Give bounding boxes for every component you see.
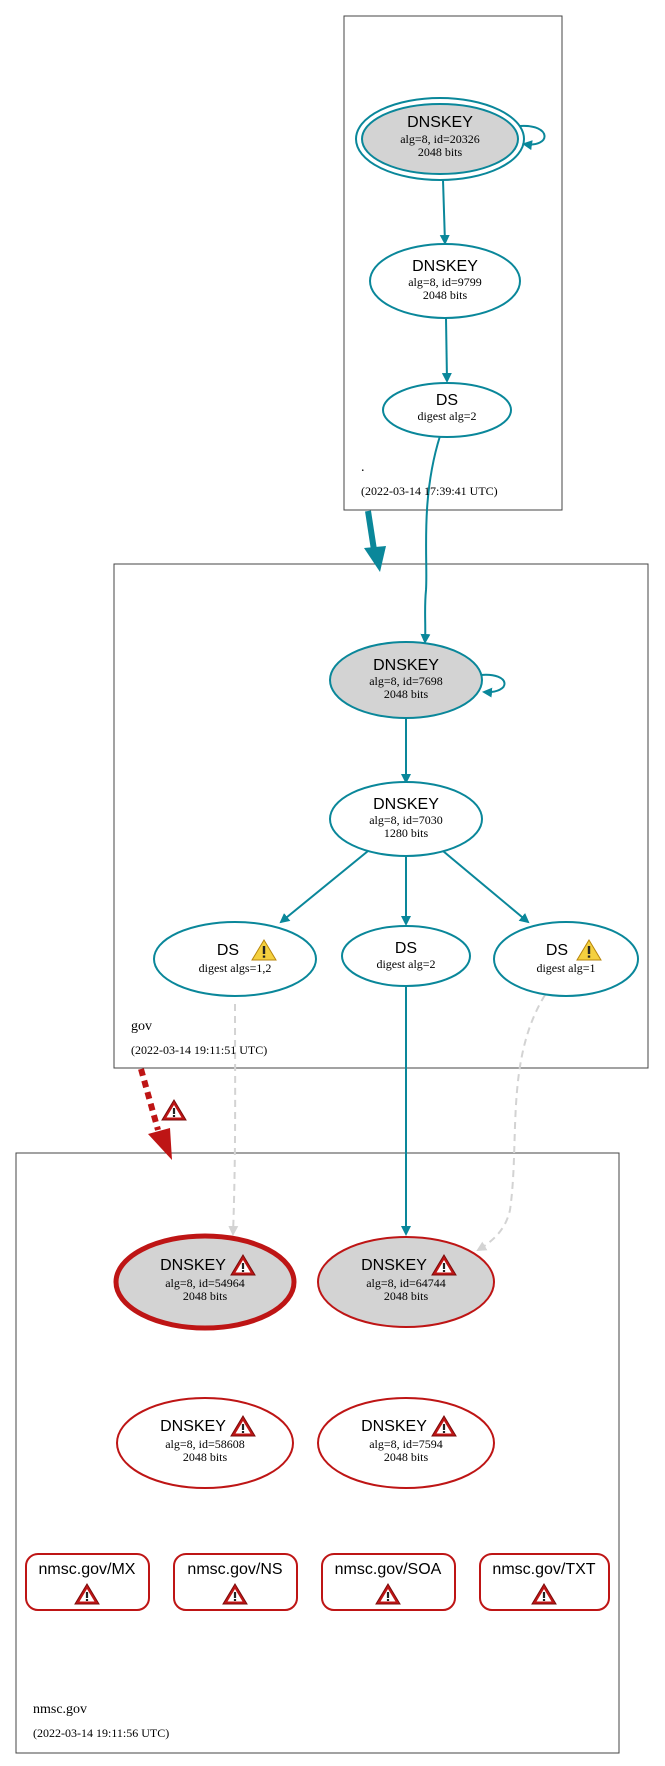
- edge-delegation-root-gov: [365, 510, 377, 551]
- node-nmsc-k2[interactable]: DNSKEY alg=8, id=64744 2048 bits: [317, 1236, 495, 1328]
- node-detail: alg=8, id=7698: [369, 674, 443, 688]
- edge-root-ksk-self: [519, 124, 546, 151]
- zone-gov-timestamp: (2022-03-14 19:11:51 UTC): [131, 1043, 267, 1057]
- rrset-soa[interactable]: nmsc.gov/SOA: [321, 1553, 456, 1611]
- delegation-error-icon: [161, 1099, 187, 1121]
- node-gov-ds1[interactable]: DS digest algs=1,2: [153, 921, 317, 997]
- edge-root-zsk-ds: [441, 317, 452, 383]
- node-detail: alg=8, id=58608: [165, 1437, 245, 1451]
- node-detail: 2048 bits: [384, 1289, 429, 1303]
- zone-root-timestamp: (2022-03-14 17:39:41 UTC): [361, 484, 498, 498]
- edge-delegation-gov-nmsc: [138, 1068, 161, 1131]
- edge-gov-ds1-nmsc-k1: [228, 1003, 239, 1236]
- node-root-ds[interactable]: DS digest alg=2: [382, 382, 512, 438]
- node-detail: 2048 bits: [384, 1450, 429, 1464]
- node-title: DNSKEY: [160, 1257, 226, 1274]
- node-detail: digest alg=2: [417, 409, 476, 423]
- node-title: DNSKEY: [160, 1418, 226, 1435]
- node-detail: alg=8, id=7030: [369, 813, 443, 827]
- rrset-label: nmsc.gov/MX: [39, 1561, 136, 1578]
- node-title: DS: [546, 942, 568, 959]
- edge-gov-zsk-ds3: [442, 850, 530, 924]
- node-detail: digest alg=1: [536, 961, 595, 975]
- rrset-txt[interactable]: nmsc.gov/TXT: [479, 1553, 610, 1611]
- edge-root-ds-gov-ksk: [420, 435, 441, 644]
- node-detail: 2048 bits: [418, 145, 463, 159]
- zone-gov-name: gov: [131, 1019, 152, 1034]
- edge-gov-ds3-nmsc-k2: [476, 994, 546, 1252]
- node-title: DNSKEY: [373, 796, 439, 813]
- node-nmsc-k4[interactable]: DNSKEY alg=8, id=7594 2048 bits: [317, 1397, 495, 1489]
- node-root-ksk[interactable]: DNSKEY alg=8, id=20326 2048 bits: [355, 97, 525, 181]
- rrset-label: nmsc.gov/SOA: [335, 1561, 442, 1578]
- zone-nmsc-box: [15, 1152, 620, 1754]
- node-detail: 2048 bits: [183, 1450, 228, 1464]
- node-detail: alg=8, id=64744: [366, 1276, 446, 1290]
- rrset-mx[interactable]: nmsc.gov/MX: [25, 1553, 150, 1611]
- delegation-gov-nmsc-arrowhead: [148, 1128, 172, 1160]
- node-gov-ksk[interactable]: DNSKEY alg=8, id=7698 2048 bits: [329, 641, 483, 719]
- node-title: DS: [395, 940, 417, 957]
- node-title: DNSKEY: [407, 114, 473, 131]
- node-title: DS: [217, 942, 239, 959]
- edge-root-ksk-zsk: [439, 179, 450, 245]
- rrset-ns[interactable]: nmsc.gov/NS: [173, 1553, 298, 1611]
- node-detail: alg=8, id=9799: [408, 275, 482, 289]
- node-detail: alg=8, id=54964: [165, 1276, 245, 1290]
- node-title: DNSKEY: [361, 1257, 427, 1274]
- node-detail: digest algs=1,2: [199, 961, 272, 975]
- delegation-root-gov-arrowhead: [364, 546, 386, 572]
- node-detail: 2048 bits: [183, 1289, 228, 1303]
- node-nmsc-k1[interactable]: DNSKEY alg=8, id=54964 2048 bits: [113, 1233, 297, 1331]
- node-detail: alg=8, id=7594: [369, 1437, 443, 1451]
- edge-gov-zsk-ds1: [279, 850, 369, 924]
- node-detail: 1280 bits: [384, 826, 429, 840]
- edge-gov-ksk-self: [479, 673, 506, 698]
- zone-nmsc-name: nmsc.gov: [33, 1702, 87, 1717]
- node-detail: alg=8, id=20326: [400, 132, 480, 146]
- node-nmsc-k3[interactable]: DNSKEY alg=8, id=58608 2048 bits: [116, 1397, 294, 1489]
- node-detail: digest alg=2: [376, 957, 435, 971]
- rrset-label: nmsc.gov/TXT: [492, 1561, 595, 1578]
- node-gov-ds2[interactable]: DS digest alg=2: [341, 925, 471, 987]
- node-title: DS: [436, 392, 458, 409]
- rrset-label: nmsc.gov/NS: [187, 1561, 282, 1578]
- node-title: DNSKEY: [361, 1418, 427, 1435]
- node-gov-ds3[interactable]: DS digest alg=1: [493, 921, 639, 997]
- node-detail: 2048 bits: [384, 687, 429, 701]
- zone-nmsc-timestamp: (2022-03-14 19:11:56 UTC): [33, 1726, 169, 1740]
- node-title: DNSKEY: [412, 258, 478, 275]
- node-title: DNSKEY: [373, 657, 439, 674]
- zone-root-name: .: [361, 460, 365, 475]
- node-root-zsk[interactable]: DNSKEY alg=8, id=9799 2048 bits: [369, 243, 521, 319]
- node-detail: 2048 bits: [423, 288, 468, 302]
- node-gov-zsk[interactable]: DNSKEY alg=8, id=7030 1280 bits: [329, 781, 483, 857]
- zone-root-box: [343, 15, 563, 511]
